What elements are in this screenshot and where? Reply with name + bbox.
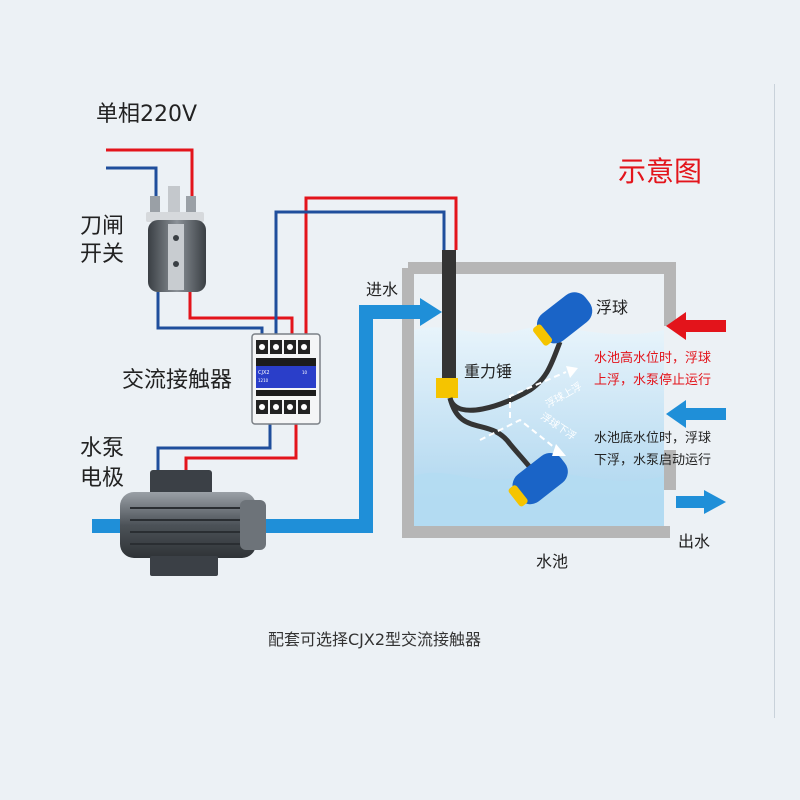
control-neutral-wire	[274, 210, 446, 338]
live-input-wire	[106, 148, 194, 212]
low-level-note-line2: 下浮，水泵启动运行	[594, 453, 712, 468]
gravity-weight-label: 重力锤	[464, 362, 513, 381]
low-level-note-line1: 水池底水位时，浮球	[594, 431, 712, 446]
pump-label-line1: 水泵	[80, 436, 125, 461]
pump-live-wire	[184, 418, 298, 474]
neutral-switch-out	[156, 292, 264, 338]
float-lower	[508, 452, 568, 507]
contactor-label: 交流接触器	[122, 368, 233, 393]
contactor-model: CJX2	[258, 370, 270, 376]
contactor-code: 1210	[258, 378, 269, 383]
high-level-note-line1: 水池高水位时，浮球	[594, 351, 712, 366]
inlet-label: 进水	[366, 280, 399, 299]
float-cable-upper	[447, 341, 563, 413]
high-level-arrow	[666, 312, 726, 340]
water-body	[414, 326, 664, 526]
diagram-title: 示意图	[618, 155, 703, 188]
neutral-input-wire	[106, 166, 158, 212]
low-level-arrow	[666, 400, 726, 428]
live-switch-out	[188, 292, 294, 338]
gravity-weight	[436, 378, 458, 398]
ac-contactor[interactable]: CJX2 1210 10	[251, 333, 321, 425]
right-divider-line	[774, 84, 775, 718]
pool-label: 水池	[536, 552, 569, 571]
water-tank	[402, 262, 676, 538]
outlet-arrow	[676, 490, 726, 514]
float-down-path	[479, 418, 561, 453]
footer-caption: 配套可选择CJX2型交流接触器	[268, 630, 482, 649]
knife-switch-label-line2: 开关	[80, 242, 125, 267]
water-pump-motor[interactable]	[120, 470, 266, 576]
power-supply-label: 单相220V	[96, 102, 198, 127]
knife-switch[interactable]	[146, 186, 206, 292]
pump-label-line2: 电极	[80, 466, 125, 491]
contactor-rating: 10	[302, 370, 308, 375]
float-label: 浮球	[596, 298, 629, 317]
float-up-path	[509, 371, 567, 418]
control-live-wire	[304, 196, 458, 338]
float-switch-assembly	[436, 250, 593, 507]
knife-switch-label-line1: 刀闸	[80, 214, 125, 239]
float-cable-lower	[447, 397, 534, 472]
outlet-label: 出水	[678, 532, 711, 551]
float-upper	[533, 292, 593, 346]
high-level-note-line2: 上浮，水泵停止运行	[594, 373, 712, 388]
cable-entry	[442, 250, 456, 380]
pump-neutral-wire	[156, 418, 272, 474]
